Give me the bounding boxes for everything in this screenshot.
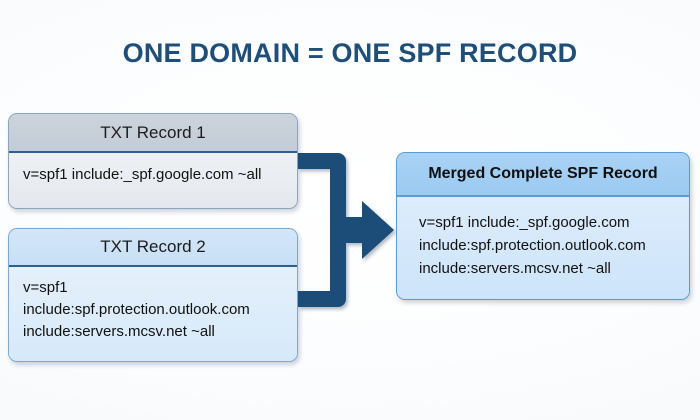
page-title: ONE DOMAIN = ONE SPF RECORD [122,38,578,68]
txt-record-2-line-3: include:servers.mcsv.net ~all [23,323,215,340]
txt-record-2-header: TXT Record 2 [9,229,297,267]
txt-record-1-line-1: v=spf1 include:_spf.google.com ~all [23,166,262,183]
txt-record-1-header: TXT Record 1 [9,114,297,153]
merged-record-line-3: include:servers.mcsv.net ~all [419,260,611,277]
txt-record-2-line-1: v=spf1 [23,279,68,296]
merged-record-line-1: v=spf1 include:_spf.google.com [419,214,630,231]
txt-record-1-card[interactable]: TXT Record 1 v=spf1 include:_spf.google.… [8,113,298,209]
merged-record-line-2: include:spf.protection.outlook.com [419,237,646,254]
merged-record-header: Merged Complete SPF Record [397,153,689,197]
txt-record-1-body: v=spf1 include:_spf.google.com ~all [9,153,297,208]
merged-record-card[interactable]: Merged Complete SPF Record v=spf1 includ… [396,152,690,300]
txt-record-2-card[interactable]: TXT Record 2 v=spf1 include:spf.protecti… [8,228,298,362]
merge-arrow-icon [298,153,394,307]
txt-record-2-body: v=spf1 include:spf.protection.outlook.co… [9,267,297,361]
merged-record-body: v=spf1 include:_spf.google.com include:s… [397,197,689,299]
txt-record-2-line-2: include:spf.protection.outlook.com [23,301,250,318]
